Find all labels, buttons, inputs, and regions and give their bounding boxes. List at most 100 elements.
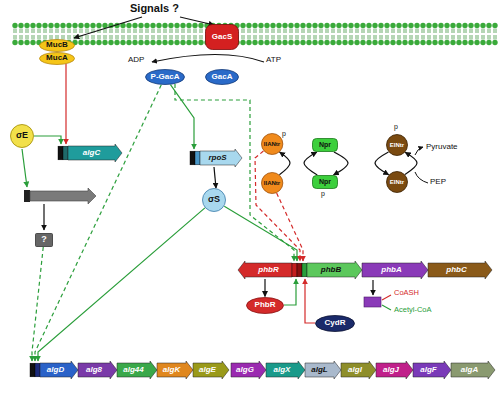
node-label: Npr [319,141,331,149]
node-label: PhbR [255,301,276,310]
gene-arrow: phbA [362,261,428,279]
oval-shape [316,315,355,331]
annotation-label: ADP [128,56,144,65]
regulation-arrow [22,149,27,187]
box-shape [36,234,53,247]
promoter-box [30,363,35,377]
connector [284,279,296,305]
protein-box: GacS [205,24,239,50]
gene-label: algC [83,149,100,158]
oval-shape [40,52,75,64]
connector [264,279,265,297]
gene-arrow: algF [413,361,451,379]
oval-shape [247,297,284,313]
membrane-bilayer [12,22,498,46]
gene-arrow: alg44 [117,361,157,379]
connector [375,152,389,175]
node-label: P-GacA [151,73,180,82]
gene-shape [68,144,122,162]
gene-label: algK [163,366,180,375]
protein-oval: EINtr [386,171,408,193]
expression-arrow [43,204,44,230]
node-label: EINtr [390,179,404,186]
protein-oval: P-GacA [145,69,185,85]
promoter-box [24,190,30,202]
gene-shape [266,361,305,379]
gene-label: alg44 [123,366,143,375]
annotation-label: p [321,190,325,198]
annotation-label: p [394,123,398,131]
connector [34,136,61,144]
gene-shape [200,149,242,167]
gene-arrow: alg8 [78,361,117,379]
gene-label: algI [348,366,362,375]
protein-oval: EINtr [386,134,408,156]
promoter-box [190,151,195,165]
gene-arrow: algJ [376,361,413,379]
connector [170,85,194,149]
gene-arrow: algD [30,361,78,379]
box-shape [206,25,239,50]
protein-oval: GacA [205,69,239,85]
oval-shape [261,134,282,155]
connector-layer [32,64,417,361]
gene-shape [238,261,292,279]
gene-label: algX [274,366,291,375]
gene-shape [157,361,193,379]
gene-shape [362,261,428,279]
gene-shape [451,361,495,379]
protein-oval: σS [202,188,226,212]
gene-shape [231,361,266,379]
enzyme-box [364,297,381,307]
promoter-box [63,146,68,160]
box-shape [313,176,338,189]
oval-shape [387,135,408,156]
annotation-label: CoASH [394,289,419,297]
oval-shape [146,70,185,85]
gene-shape [78,361,117,379]
node-label: Npr [319,178,331,186]
reaction-line [382,295,391,300]
node-label: MucA [46,54,68,63]
gene-label: phbC [446,266,466,275]
gene-label: alg8 [86,366,102,375]
gene-label: algD [47,366,64,375]
gene-arrow: phbC [428,261,492,279]
protein-box: ? [35,233,53,247]
connector [35,85,161,361]
gene-label: algL [311,366,327,375]
node-label: GacS [212,33,232,42]
node-label: EINtr [390,142,404,149]
gene-arrow [30,188,96,204]
promoter-box [35,363,40,377]
signal-arrow [74,17,142,38]
gene-label: phbA [381,266,401,275]
signal-arrow [180,17,214,25]
gene-arrow: algK [157,361,193,379]
gene-shape [376,361,413,379]
gene-label: phbR [258,266,278,275]
connector [304,152,317,175]
protein-box: Npr [312,175,338,189]
connector [175,84,294,261]
node-label: MucB [46,41,68,50]
gene-shape [307,261,362,279]
connector [333,152,348,175]
connector [279,152,290,175]
oval-shape [203,189,226,212]
gene-arrow: algC [58,144,122,162]
oval-shape [206,70,239,85]
node-label: IIANtr [264,180,280,187]
gene-label: algA [461,366,478,375]
protein-oval: MucB [39,39,75,52]
reaction-line [382,305,391,310]
gene-label: rpoS [208,154,226,163]
connector [38,208,205,361]
promoter-box [292,263,297,277]
expression-arrow [372,280,373,295]
box-shape [313,139,338,152]
gene-shape [193,361,229,379]
promoter-box [297,263,302,277]
reaction-arc [415,172,428,183]
